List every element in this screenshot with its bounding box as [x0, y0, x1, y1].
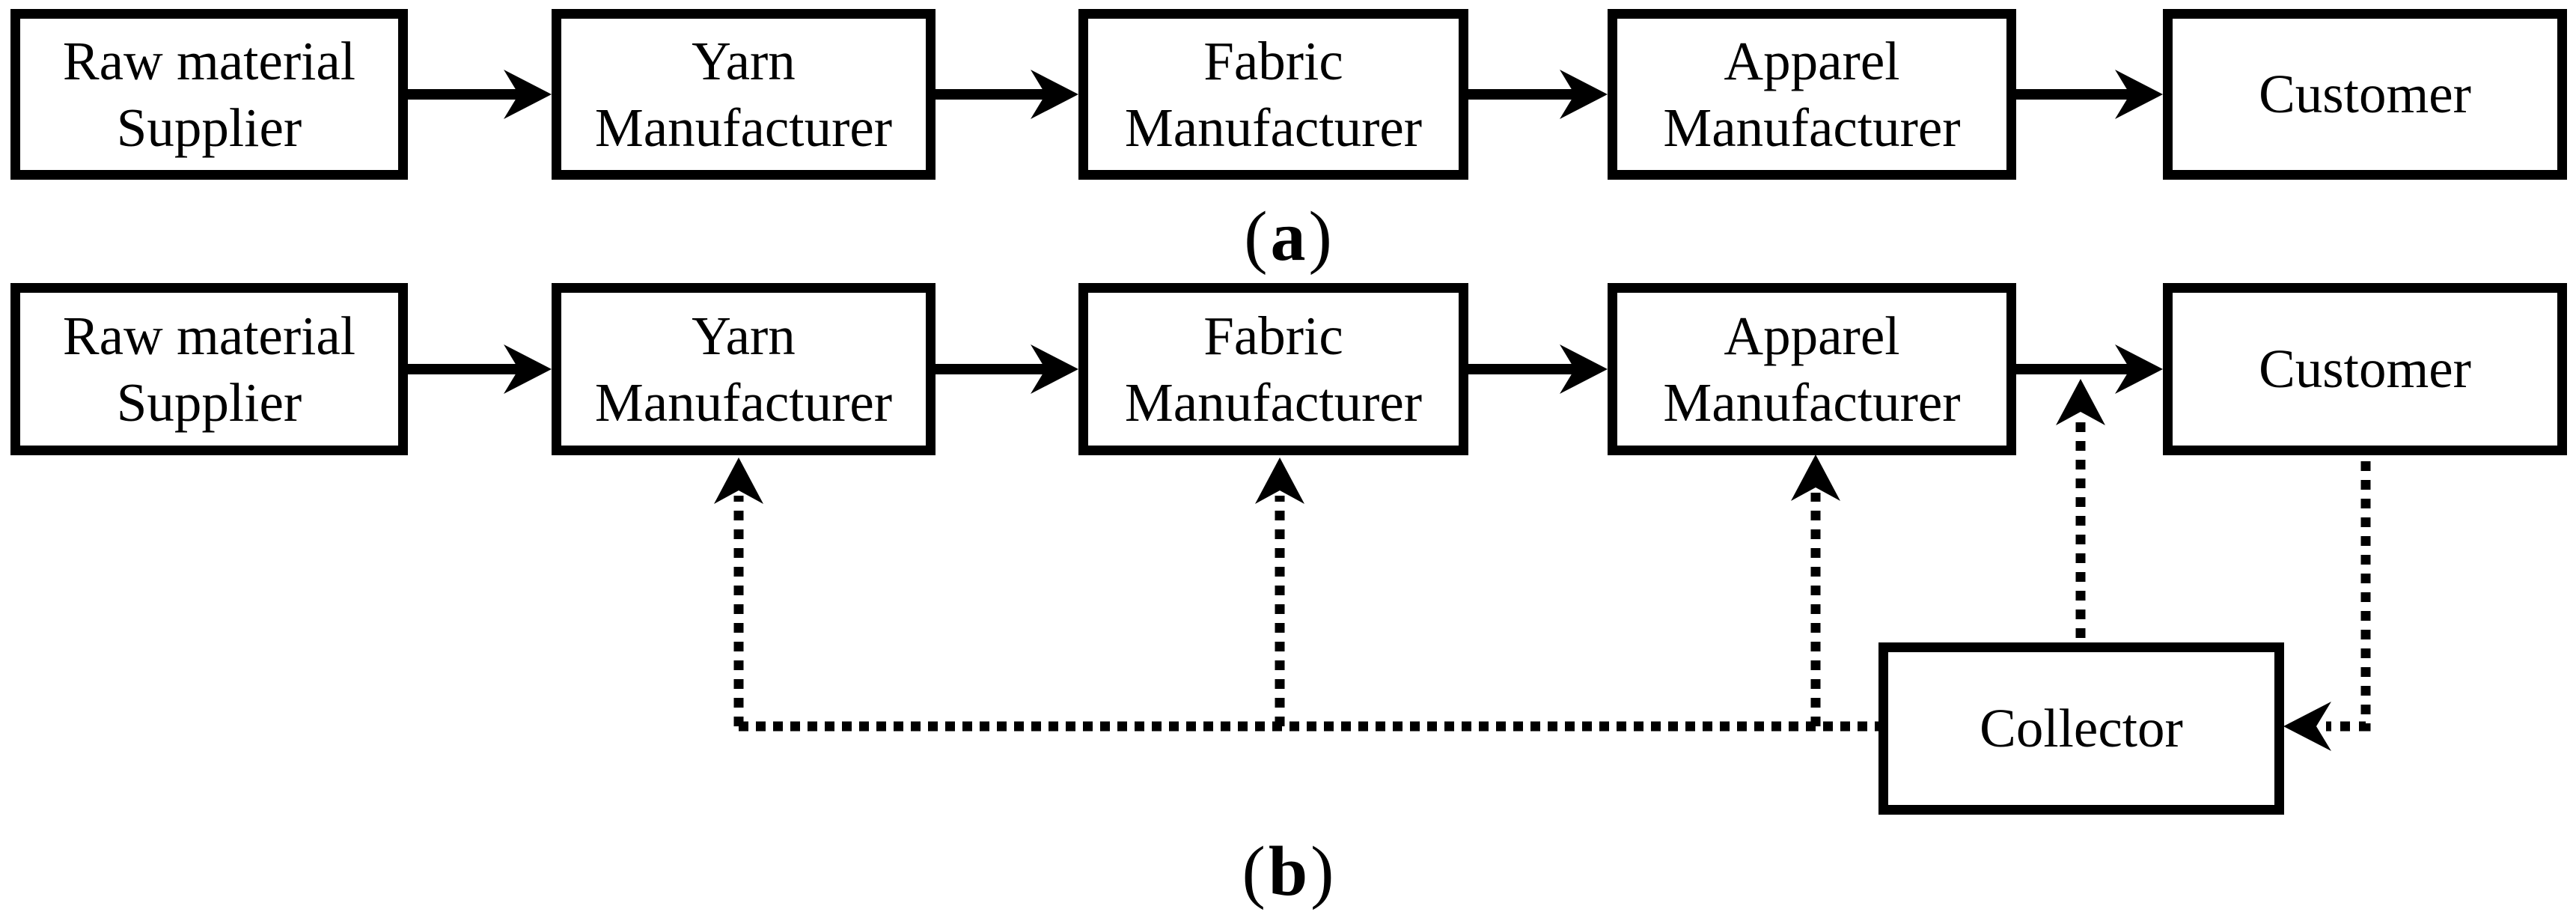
caption-a-open-paren: (: [1244, 198, 1268, 276]
box-a-apparel-manufacturer-label: Apparel Manufacturer: [1663, 30, 1961, 158]
arrow-a-fabric-to-apparel: [1468, 70, 1608, 119]
box-b-raw-material-supplier: Raw material Supplier: [10, 283, 408, 455]
caption-a-letter: a: [1270, 198, 1306, 276]
box-a-yarn-manufacturer: Yarn Manufacturer: [552, 9, 936, 180]
dashed-arrow-customer-to-collector: [2283, 461, 2371, 751]
caption-a-close-paren: ): [1308, 198, 1332, 276]
arrow-a-raw-to-yarn: [408, 70, 552, 119]
dashed-arrow-collector-to-apparel: [1791, 455, 1840, 726]
box-a-fabric-manufacturer-label: Fabric Manufacturer: [1124, 30, 1423, 158]
box-b-apparel-manufacturer-label: Apparel Manufacturer: [1663, 305, 1961, 433]
arrow-b-raw-to-yarn: [408, 344, 552, 394]
caption-b-close-paren: ): [1310, 833, 1334, 911]
dashed-arrow-collector-to-apparel-customer-link: [2056, 379, 2105, 638]
caption-b-open-paren: (: [1242, 833, 1266, 911]
arrow-b-fabric-to-apparel: [1468, 344, 1608, 394]
arrow-a-yarn-to-fabric: [936, 70, 1078, 119]
caption-panel-b: (b): [1138, 833, 1438, 911]
arrow-a-apparel-to-customer: [2016, 70, 2163, 119]
box-a-fabric-manufacturer: Fabric Manufacturer: [1078, 9, 1468, 180]
box-b-fabric-manufacturer: Fabric Manufacturer: [1078, 283, 1468, 455]
box-a-raw-material-supplier: Raw material Supplier: [10, 9, 408, 180]
box-a-customer: Customer: [2163, 9, 2567, 180]
box-b-raw-material-supplier-label: Raw material Supplier: [62, 305, 356, 433]
box-b-customer: Customer: [2163, 283, 2567, 455]
box-a-customer-label: Customer: [2259, 64, 2471, 125]
box-b-yarn-manufacturer: Yarn Manufacturer: [552, 283, 936, 455]
box-a-raw-material-supplier-label: Raw material Supplier: [62, 30, 356, 158]
box-b-collector: Collector: [1878, 642, 2284, 815]
box-b-customer-label: Customer: [2259, 338, 2471, 400]
arrow-b-apparel-to-customer: [2016, 344, 2163, 394]
box-b-collector-label: Collector: [1980, 698, 2183, 759]
caption-panel-a: (a): [1138, 198, 1438, 276]
box-b-apparel-manufacturer: Apparel Manufacturer: [1608, 283, 2016, 455]
box-b-yarn-manufacturer-label: Yarn Manufacturer: [594, 305, 893, 433]
box-a-apparel-manufacturer: Apparel Manufacturer: [1608, 9, 2016, 180]
box-a-yarn-manufacturer-label: Yarn Manufacturer: [594, 30, 893, 158]
dashed-arrow-collector-to-yarn: [714, 458, 763, 726]
dashed-arrow-collector-to-fabric: [1255, 458, 1304, 726]
box-b-fabric-manufacturer-label: Fabric Manufacturer: [1124, 305, 1423, 433]
caption-b-letter: b: [1268, 833, 1308, 911]
arrow-b-yarn-to-fabric: [936, 344, 1078, 394]
